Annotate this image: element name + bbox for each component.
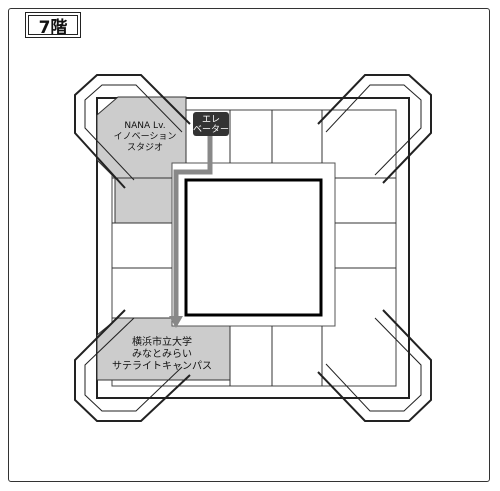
nana-label-line2: イノベーション <box>114 132 177 142</box>
elevator-label-line2: ベーター <box>193 124 229 135</box>
floor-label: 7階 <box>25 12 81 38</box>
elevator[interactable]: エレ ベーター <box>193 112 229 136</box>
inner-wall <box>111 109 397 387</box>
corner-tower-bottom-left <box>74 309 191 422</box>
campus-label-line1: 横浜市立大学 <box>132 335 192 348</box>
map-frame <box>8 8 490 482</box>
outer-wall <box>96 97 410 399</box>
corner-tower-top-right <box>317 74 432 184</box>
atrium-inner <box>184 178 323 317</box>
room-nana-lower <box>114 177 173 224</box>
elevator-label-line1: エレ <box>202 115 220 125</box>
route-arrow <box>169 133 213 328</box>
nana-label-line1: NANA Lv. <box>124 121 165 131</box>
room-dividers <box>112 110 396 386</box>
corner-tower-bottom-right <box>317 309 432 422</box>
nana-label-line3: スタジオ <box>127 142 163 153</box>
corner-tower-top-left <box>74 74 191 189</box>
campus-label-line2: みなとみらい <box>132 348 192 360</box>
campus-label-line3: サテライトキャンパス <box>112 360 212 372</box>
